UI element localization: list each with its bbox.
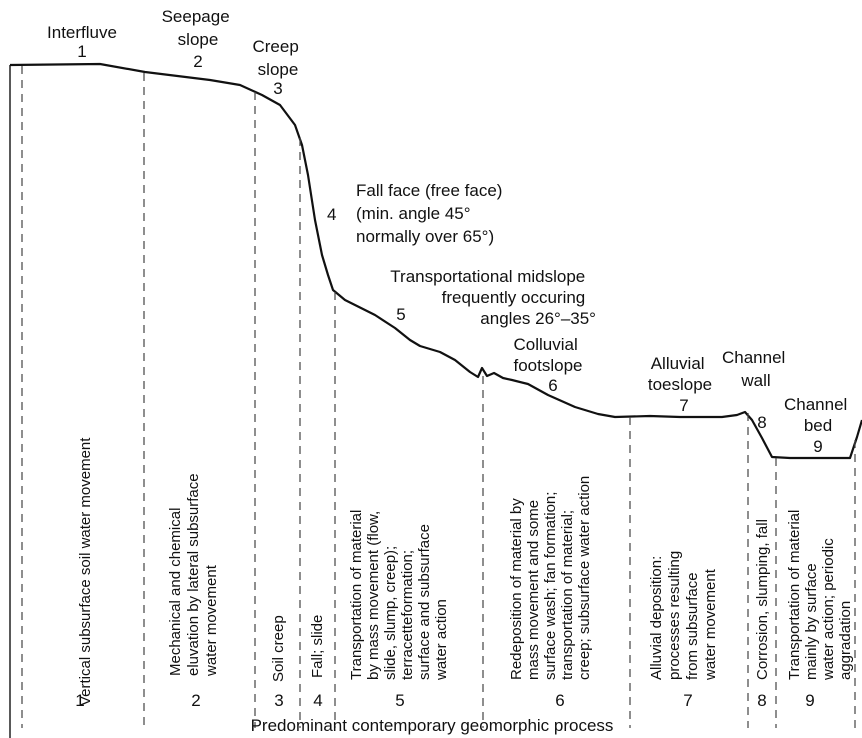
bottom-number-6: 6 (555, 691, 564, 710)
unit-8-name: Channel wall (722, 348, 790, 390)
unit-3-name: Creep slope (252, 37, 303, 79)
unit-6-name: Colluvial footslope (514, 335, 583, 375)
unit-1-name: Interfluve (47, 23, 117, 42)
bottom-number-2: 2 (191, 691, 200, 710)
bottom-number-8: 8 (757, 691, 766, 710)
unit-4-number: 4 (327, 205, 336, 224)
unit-7-number: 7 (679, 396, 688, 415)
unit-3-number: 3 (273, 79, 282, 98)
unit-boundaries (21, 66, 856, 728)
unit-8-number: 8 (757, 413, 766, 432)
bottom-number-1: 1 (75, 691, 84, 710)
unit-5-name: Transportational midslope frequently occ… (390, 267, 596, 328)
process-3: Soil creep (270, 615, 287, 682)
bottom-number-5: 5 (395, 691, 404, 710)
slope-profile (9, 62, 862, 460)
unit-2-name: Seepage slope (162, 7, 235, 49)
bottom-number-3: 3 (274, 691, 283, 710)
unit-5-number: 5 (396, 305, 405, 324)
bottom-number-4: 4 (313, 691, 322, 710)
process-6: Redeposition of material by mass movemen… (508, 476, 593, 680)
process-9: Transportation of material mainly by sur… (786, 505, 854, 681)
unit-7-name: Alluvial toeslope (648, 354, 712, 394)
process-4: Fall; slide (309, 615, 326, 678)
unit-9-number: 9 (813, 437, 822, 456)
process-7: Alluvial deposition: processes resulting… (648, 547, 719, 681)
footer-caption: Predominant contemporary geomorphic proc… (251, 716, 614, 735)
process-1: Vertical subsurface soil water movement (77, 437, 94, 706)
unit-4-name: Fall face (free face) (min. angle 45° no… (356, 181, 507, 246)
unit-9-name: Channel bed (784, 395, 852, 435)
bottom-number-9: 9 (805, 691, 814, 710)
unit-6-number: 6 (548, 376, 557, 395)
process-2: Mechanical and chemical eluvation by lat… (167, 469, 220, 677)
unit-1-number: 1 (77, 42, 86, 61)
process-8: Corrosion, slumping, fall (754, 519, 771, 680)
unit-2-number: 2 (193, 52, 202, 71)
bottom-number-7: 7 (683, 691, 692, 710)
process-5: Transportation of material by mass movem… (348, 505, 450, 681)
